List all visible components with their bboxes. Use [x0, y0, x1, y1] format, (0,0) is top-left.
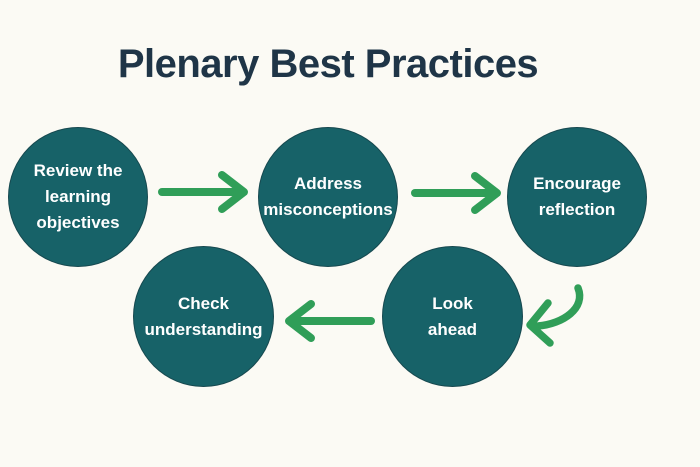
step-label: Address misconceptions [263, 174, 393, 219]
arrow-right-icon [158, 171, 248, 213]
step-label: Encourage reflection [533, 174, 621, 219]
arrow-left-icon [285, 300, 375, 342]
arrow-curve-down-left-icon [526, 284, 584, 347]
step-circle-address-misconceptions: Address misconceptions [258, 127, 398, 267]
page-title: Plenary Best Practices [117, 42, 539, 86]
step-label: Review the learning objectives [33, 161, 123, 232]
step-circle-encourage-reflection: Encourage reflection [507, 127, 647, 267]
step-label: Check understanding [144, 293, 263, 339]
step-circle-check-understanding: Check understanding [133, 246, 274, 387]
step-label: Look ahead [427, 293, 478, 339]
step-circle-look-ahead: Look ahead [382, 246, 523, 387]
step-circle-review-objectives: Review the learning objectives [8, 127, 148, 267]
arrow-right-icon [411, 172, 501, 214]
